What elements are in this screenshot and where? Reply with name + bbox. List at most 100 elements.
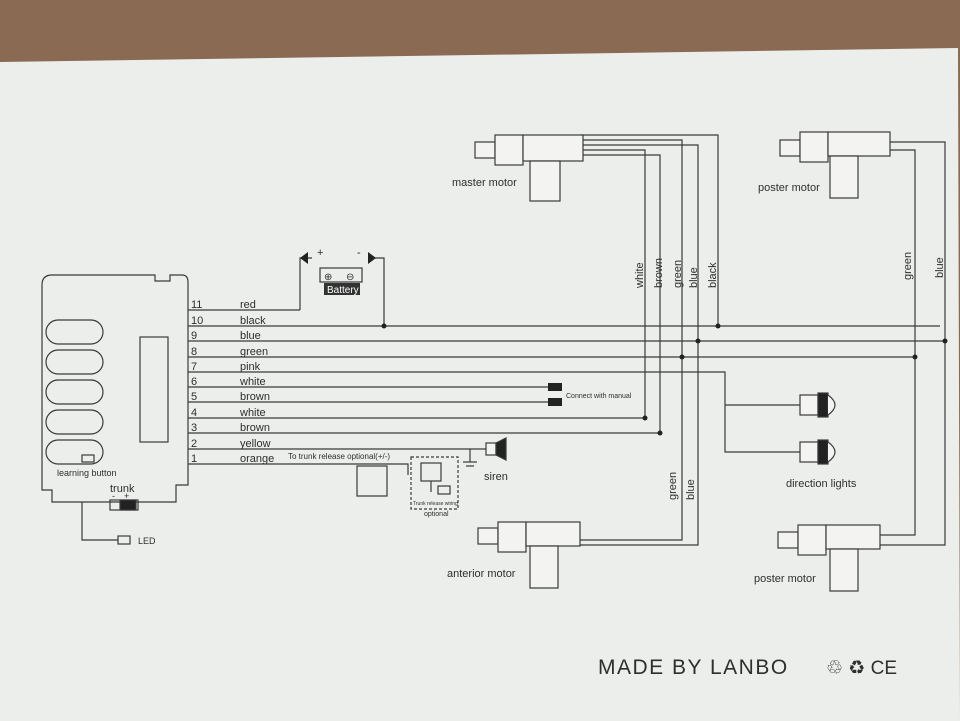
bus-label-blue: blue bbox=[688, 267, 700, 288]
junction-green-poster bbox=[912, 354, 918, 360]
led-shape bbox=[117, 535, 131, 545]
siren-label: siren bbox=[484, 471, 508, 483]
siren-icon bbox=[485, 437, 507, 461]
pin-4: 4 bbox=[191, 407, 197, 419]
bus-black bbox=[580, 134, 719, 326]
battery-minus: - bbox=[357, 247, 361, 259]
battery-minus-arrow bbox=[368, 252, 376, 264]
master-motor-icon bbox=[474, 134, 584, 202]
learning-button-shape[interactable] bbox=[81, 454, 95, 463]
poster-motor-top-icon bbox=[779, 131, 891, 199]
unit-slot-2 bbox=[45, 349, 104, 375]
bus-brown bbox=[580, 154, 661, 433]
trunk-release-relay-label: Trunk release wiring bbox=[413, 501, 458, 507]
poster-motor-top-label: poster motor bbox=[758, 182, 820, 194]
battery-plus: + bbox=[317, 247, 323, 259]
wire-label-2: yellow bbox=[240, 438, 271, 450]
bus-white bbox=[580, 149, 646, 418]
led-label: LED bbox=[138, 536, 156, 546]
relay-actuator bbox=[437, 485, 451, 495]
junction-black-bus bbox=[715, 323, 721, 329]
optional-relay-box bbox=[410, 456, 459, 510]
poster-bus-label-green: green bbox=[902, 252, 914, 280]
unit-slot-3 bbox=[45, 379, 104, 405]
wire-label-3: brown bbox=[240, 422, 270, 434]
unit-slot-1 bbox=[45, 319, 104, 345]
trunk-plug bbox=[119, 499, 137, 511]
connect-manual-label: Connect with manual bbox=[566, 393, 632, 400]
pin-2: 2 bbox=[191, 438, 197, 450]
battery-label: Battery bbox=[327, 285, 359, 296]
made-by-label: MADE BY LANBO bbox=[598, 656, 789, 679]
unit-slot-5 bbox=[45, 439, 104, 465]
junction-brown bbox=[657, 430, 663, 436]
light-wire-2 bbox=[724, 440, 800, 453]
junction-green bbox=[679, 354, 685, 360]
poster-motor-bottom-icon bbox=[777, 524, 881, 592]
pin-7: 7 bbox=[191, 361, 197, 373]
bus-green bbox=[580, 139, 683, 357]
led-wire bbox=[81, 502, 118, 541]
pin-1: 1 bbox=[191, 453, 197, 465]
trunk-minus: - bbox=[112, 491, 115, 501]
pin-11: 11 bbox=[191, 299, 202, 311]
manual-connector-1 bbox=[548, 383, 562, 391]
wire-label-1: orange bbox=[240, 453, 274, 465]
control-unit bbox=[41, 274, 189, 503]
wire-label-4: white bbox=[239, 407, 266, 419]
anterior-bus-green bbox=[580, 357, 683, 541]
direction-lights-label: direction lights bbox=[786, 478, 857, 490]
anterior-motor-icon bbox=[477, 521, 581, 589]
junction-white bbox=[642, 415, 648, 421]
trunk-plus: + bbox=[124, 491, 129, 501]
pin-8: 8 bbox=[191, 346, 197, 358]
master-motor-label: master motor bbox=[452, 177, 517, 189]
bus-label-white: white bbox=[634, 262, 646, 289]
wire-label-9: blue bbox=[240, 330, 261, 342]
certification-marks: ♲ ♻ CE bbox=[826, 658, 897, 679]
optional-label: optional bbox=[424, 511, 449, 518]
bus-label-green: green bbox=[672, 260, 684, 288]
bus-label-brown: brown bbox=[653, 258, 665, 288]
battery-minus-symbol: ⊖ bbox=[346, 272, 354, 283]
wire-label-11: red bbox=[240, 299, 256, 311]
trunk-label: trunk bbox=[110, 483, 135, 495]
junction-blue bbox=[695, 338, 701, 344]
poster-motor-bottom-label: poster motor bbox=[754, 573, 816, 585]
anterior-bus-label-blue: blue bbox=[685, 479, 697, 500]
anterior-bus-label-green: green bbox=[667, 472, 679, 500]
paper-sheet bbox=[0, 48, 960, 721]
poster-bus-green bbox=[880, 149, 916, 536]
trunk-release-label: To trunk release optional(+/-) bbox=[288, 452, 390, 461]
pin-3: 3 bbox=[191, 422, 197, 434]
pin-9: 9 bbox=[191, 330, 197, 342]
unit-window bbox=[139, 336, 169, 443]
wire-label-10: black bbox=[240, 315, 266, 327]
pin-6: 6 bbox=[191, 376, 197, 388]
junction-blue-poster bbox=[942, 338, 948, 344]
bus-blue bbox=[580, 144, 699, 341]
junction-black bbox=[381, 323, 387, 329]
anterior-motor-label: anterior motor bbox=[447, 568, 516, 580]
unit-slot-4 bbox=[45, 409, 104, 435]
battery-terminals bbox=[319, 267, 363, 283]
learning-button-label: learning button bbox=[57, 468, 117, 478]
direction-light-2 bbox=[799, 439, 836, 465]
pin-10: 10 bbox=[191, 315, 203, 327]
wire-1-orange bbox=[188, 463, 409, 475]
wire-label-7: pink bbox=[240, 361, 261, 373]
trunk-latch-icon bbox=[356, 465, 388, 497]
wire-label-8: green bbox=[240, 346, 268, 358]
wire-label-6: white bbox=[239, 376, 266, 388]
battery-plus-arrow bbox=[300, 252, 308, 264]
anterior-bus-blue bbox=[580, 341, 699, 546]
battery-plus-symbol: ⊕ bbox=[324, 272, 332, 283]
bus-label-black: black bbox=[707, 262, 719, 288]
direction-light-1 bbox=[799, 392, 836, 418]
wire-7-pink bbox=[188, 371, 726, 440]
poster-bus-label-blue: blue bbox=[934, 257, 946, 278]
manual-connector-2 bbox=[548, 398, 562, 406]
pin-5: 5 bbox=[191, 391, 197, 403]
wire-label-5: brown bbox=[240, 391, 270, 403]
